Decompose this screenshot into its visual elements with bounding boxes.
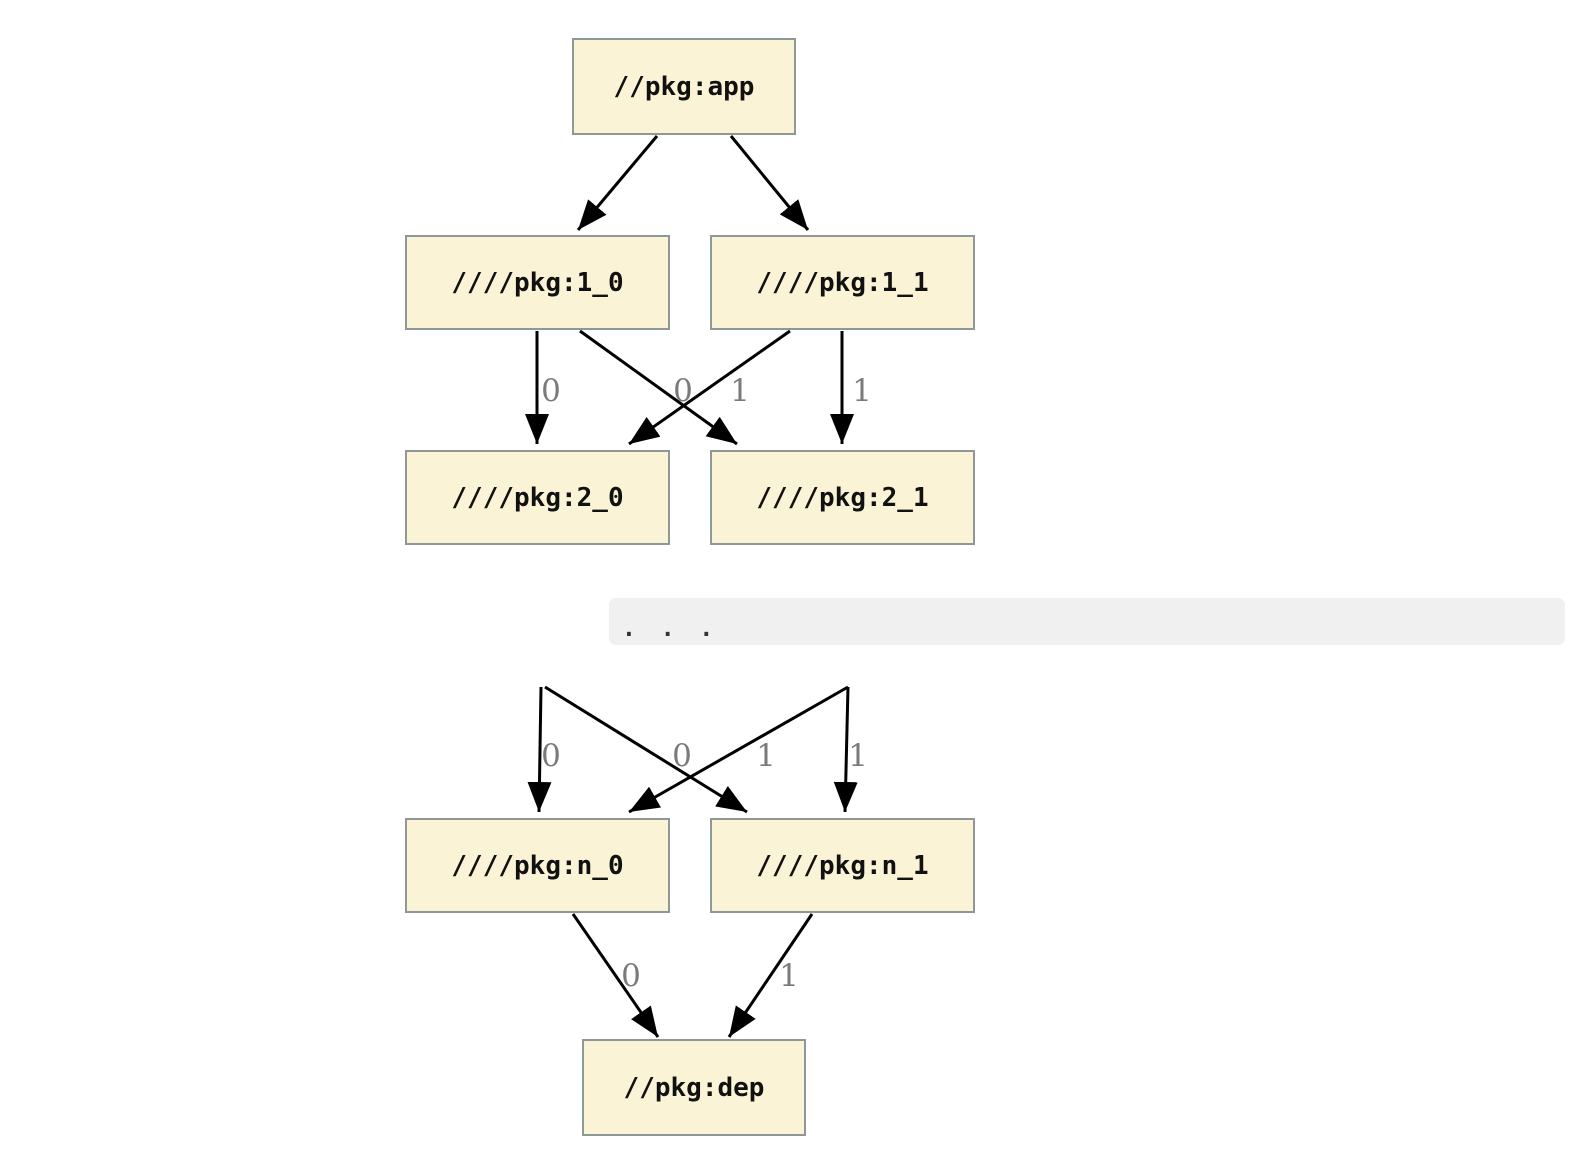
- edge-label: 1: [848, 738, 868, 774]
- edge-n-0-to-dep: [571, 913, 660, 1038]
- edge-prev-to-n-0-cross: [628, 685, 849, 814]
- node-pkg-n-0: ////pkg:n_0: [405, 818, 670, 913]
- node-pkg-app: //pkg:app: [572, 38, 796, 135]
- edge-label: 0: [621, 958, 641, 994]
- edge-prev-to-n-1-straight: [833, 686, 858, 813]
- edge-label: 0: [673, 373, 693, 409]
- edge-label: 0: [541, 373, 561, 409]
- edge-app-to-1-0: [576, 135, 659, 231]
- edge-label: 1: [779, 958, 799, 994]
- edge-n-1-to-dep: [727, 913, 814, 1038]
- edge-label: 1: [730, 373, 750, 409]
- edge-prev-to-n-0: [527, 686, 552, 813]
- node-pkg-2-0: ////pkg:2_0: [405, 450, 670, 545]
- node-pkg-1-1: ////pkg:1_1: [710, 235, 975, 330]
- edge-label: 0: [672, 738, 692, 774]
- edge-app-to-1-1: [729, 135, 810, 231]
- edge-label: 1: [852, 373, 872, 409]
- edge-1-1-to-2-0: [628, 329, 791, 446]
- edge-1-0-to-2-1: [579, 329, 738, 446]
- node-pkg-2-1: ////pkg:2_1: [710, 450, 975, 545]
- edge-prev-to-n-1: [544, 685, 748, 814]
- node-pkg-n-1: ////pkg:n_1: [710, 818, 975, 913]
- edge-label: 0: [541, 738, 561, 774]
- ellipsis-band: . . .: [609, 598, 1565, 645]
- edge-label: 1: [756, 738, 776, 774]
- node-pkg-1-0: ////pkg:1_0: [405, 235, 670, 330]
- node-pkg-dep: //pkg:dep: [582, 1039, 806, 1136]
